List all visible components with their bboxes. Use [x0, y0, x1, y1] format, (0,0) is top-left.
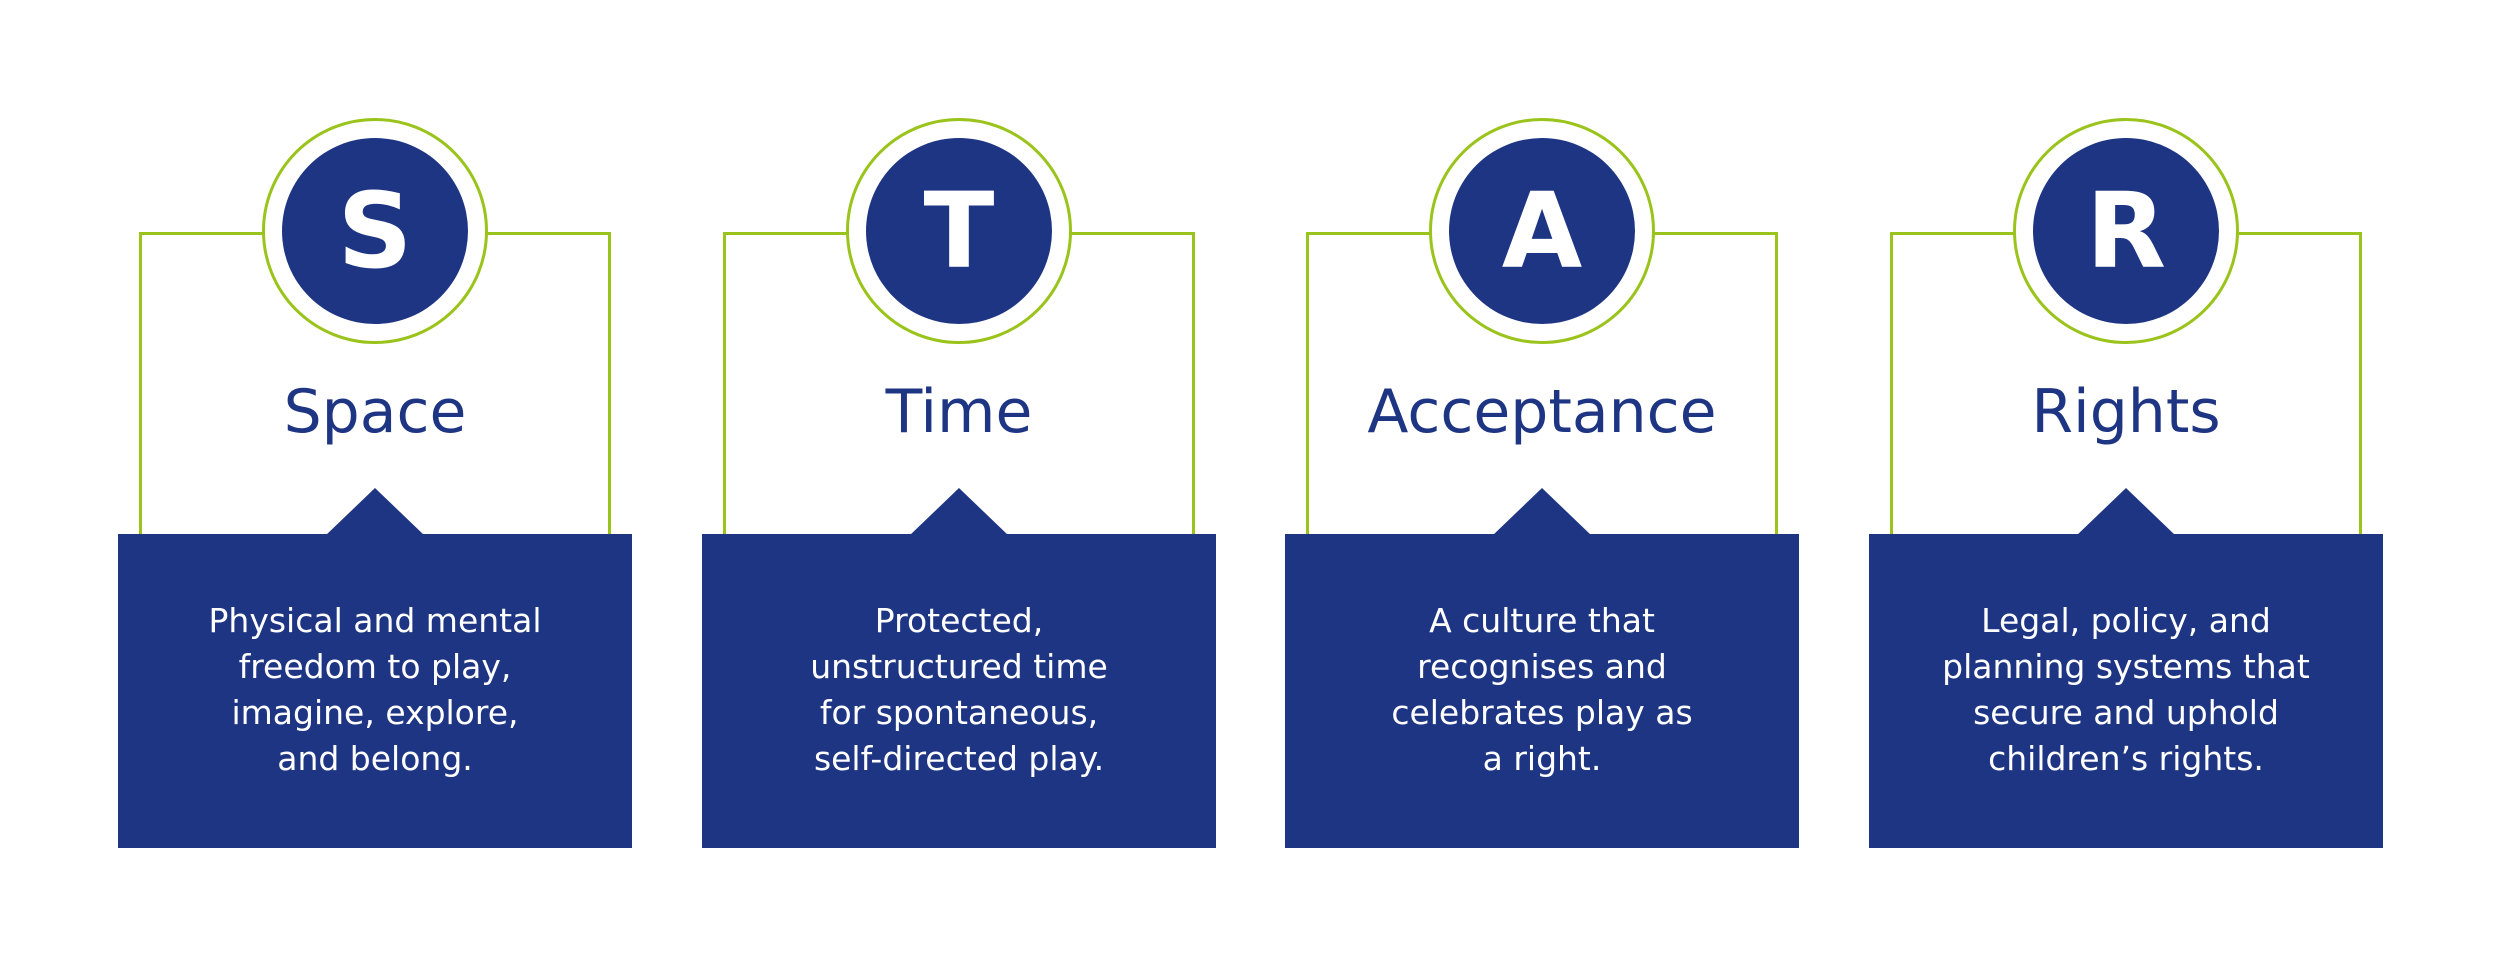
description-line: self-directed play.	[813, 739, 1105, 778]
description-box	[1869, 534, 2383, 848]
description-box	[702, 534, 1216, 848]
pointer-notch	[2076, 488, 2176, 536]
description-line: unstructured time	[810, 647, 1108, 686]
description-line: planning systems that	[1942, 647, 2310, 686]
description-line: A culture that	[1429, 601, 1655, 640]
card-description: A culture that recognises and celebrates…	[1285, 598, 1799, 782]
pointer-notch	[909, 488, 1009, 536]
card-title: Rights	[2031, 377, 2221, 447]
star-card-time: T Time Protected, unstructured time for …	[702, 0, 1216, 968]
description-line: and belong.	[277, 739, 473, 778]
description-line: imagine, explore,	[231, 693, 519, 732]
star-card-rights: R Rights Legal, policy, and planning sys…	[1869, 0, 2383, 968]
letter-badge: A	[1449, 138, 1635, 324]
star-card-space: S Space Physical and mental freedom to p…	[118, 0, 632, 968]
description-line: for spontaneous,	[819, 693, 1099, 732]
card-title: Space	[283, 377, 467, 447]
description-line: recognises and	[1417, 647, 1667, 686]
description-box	[118, 534, 632, 848]
star-card-acceptance: A Acceptance A culture that recognises a…	[1285, 0, 1799, 968]
description-line: children’s rights.	[1988, 739, 2264, 778]
card-description: Legal, policy, and planning systems that…	[1869, 598, 2383, 782]
pointer-notch	[325, 488, 425, 536]
description-box	[1285, 534, 1799, 848]
description-line: secure and uphold	[1973, 693, 2279, 732]
letter-badge: R	[2033, 138, 2219, 324]
description-line: a right.	[1482, 739, 1602, 778]
card-title: Acceptance	[1367, 377, 1717, 447]
card-description: Protected, unstructured time for spontan…	[702, 598, 1216, 782]
description-line: celebrates play as	[1391, 693, 1693, 732]
card-description: Physical and mental freedom to play, ima…	[118, 598, 632, 782]
description-line: Legal, policy, and	[1981, 601, 2271, 640]
description-line: freedom to play,	[238, 647, 512, 686]
card-title: Time	[885, 377, 1033, 447]
pointer-notch	[1492, 488, 1592, 536]
description-line: Protected,	[874, 601, 1044, 640]
letter-badge: T	[866, 138, 1052, 324]
letter-badge: S	[282, 138, 468, 324]
description-line: Physical and mental	[208, 601, 542, 640]
